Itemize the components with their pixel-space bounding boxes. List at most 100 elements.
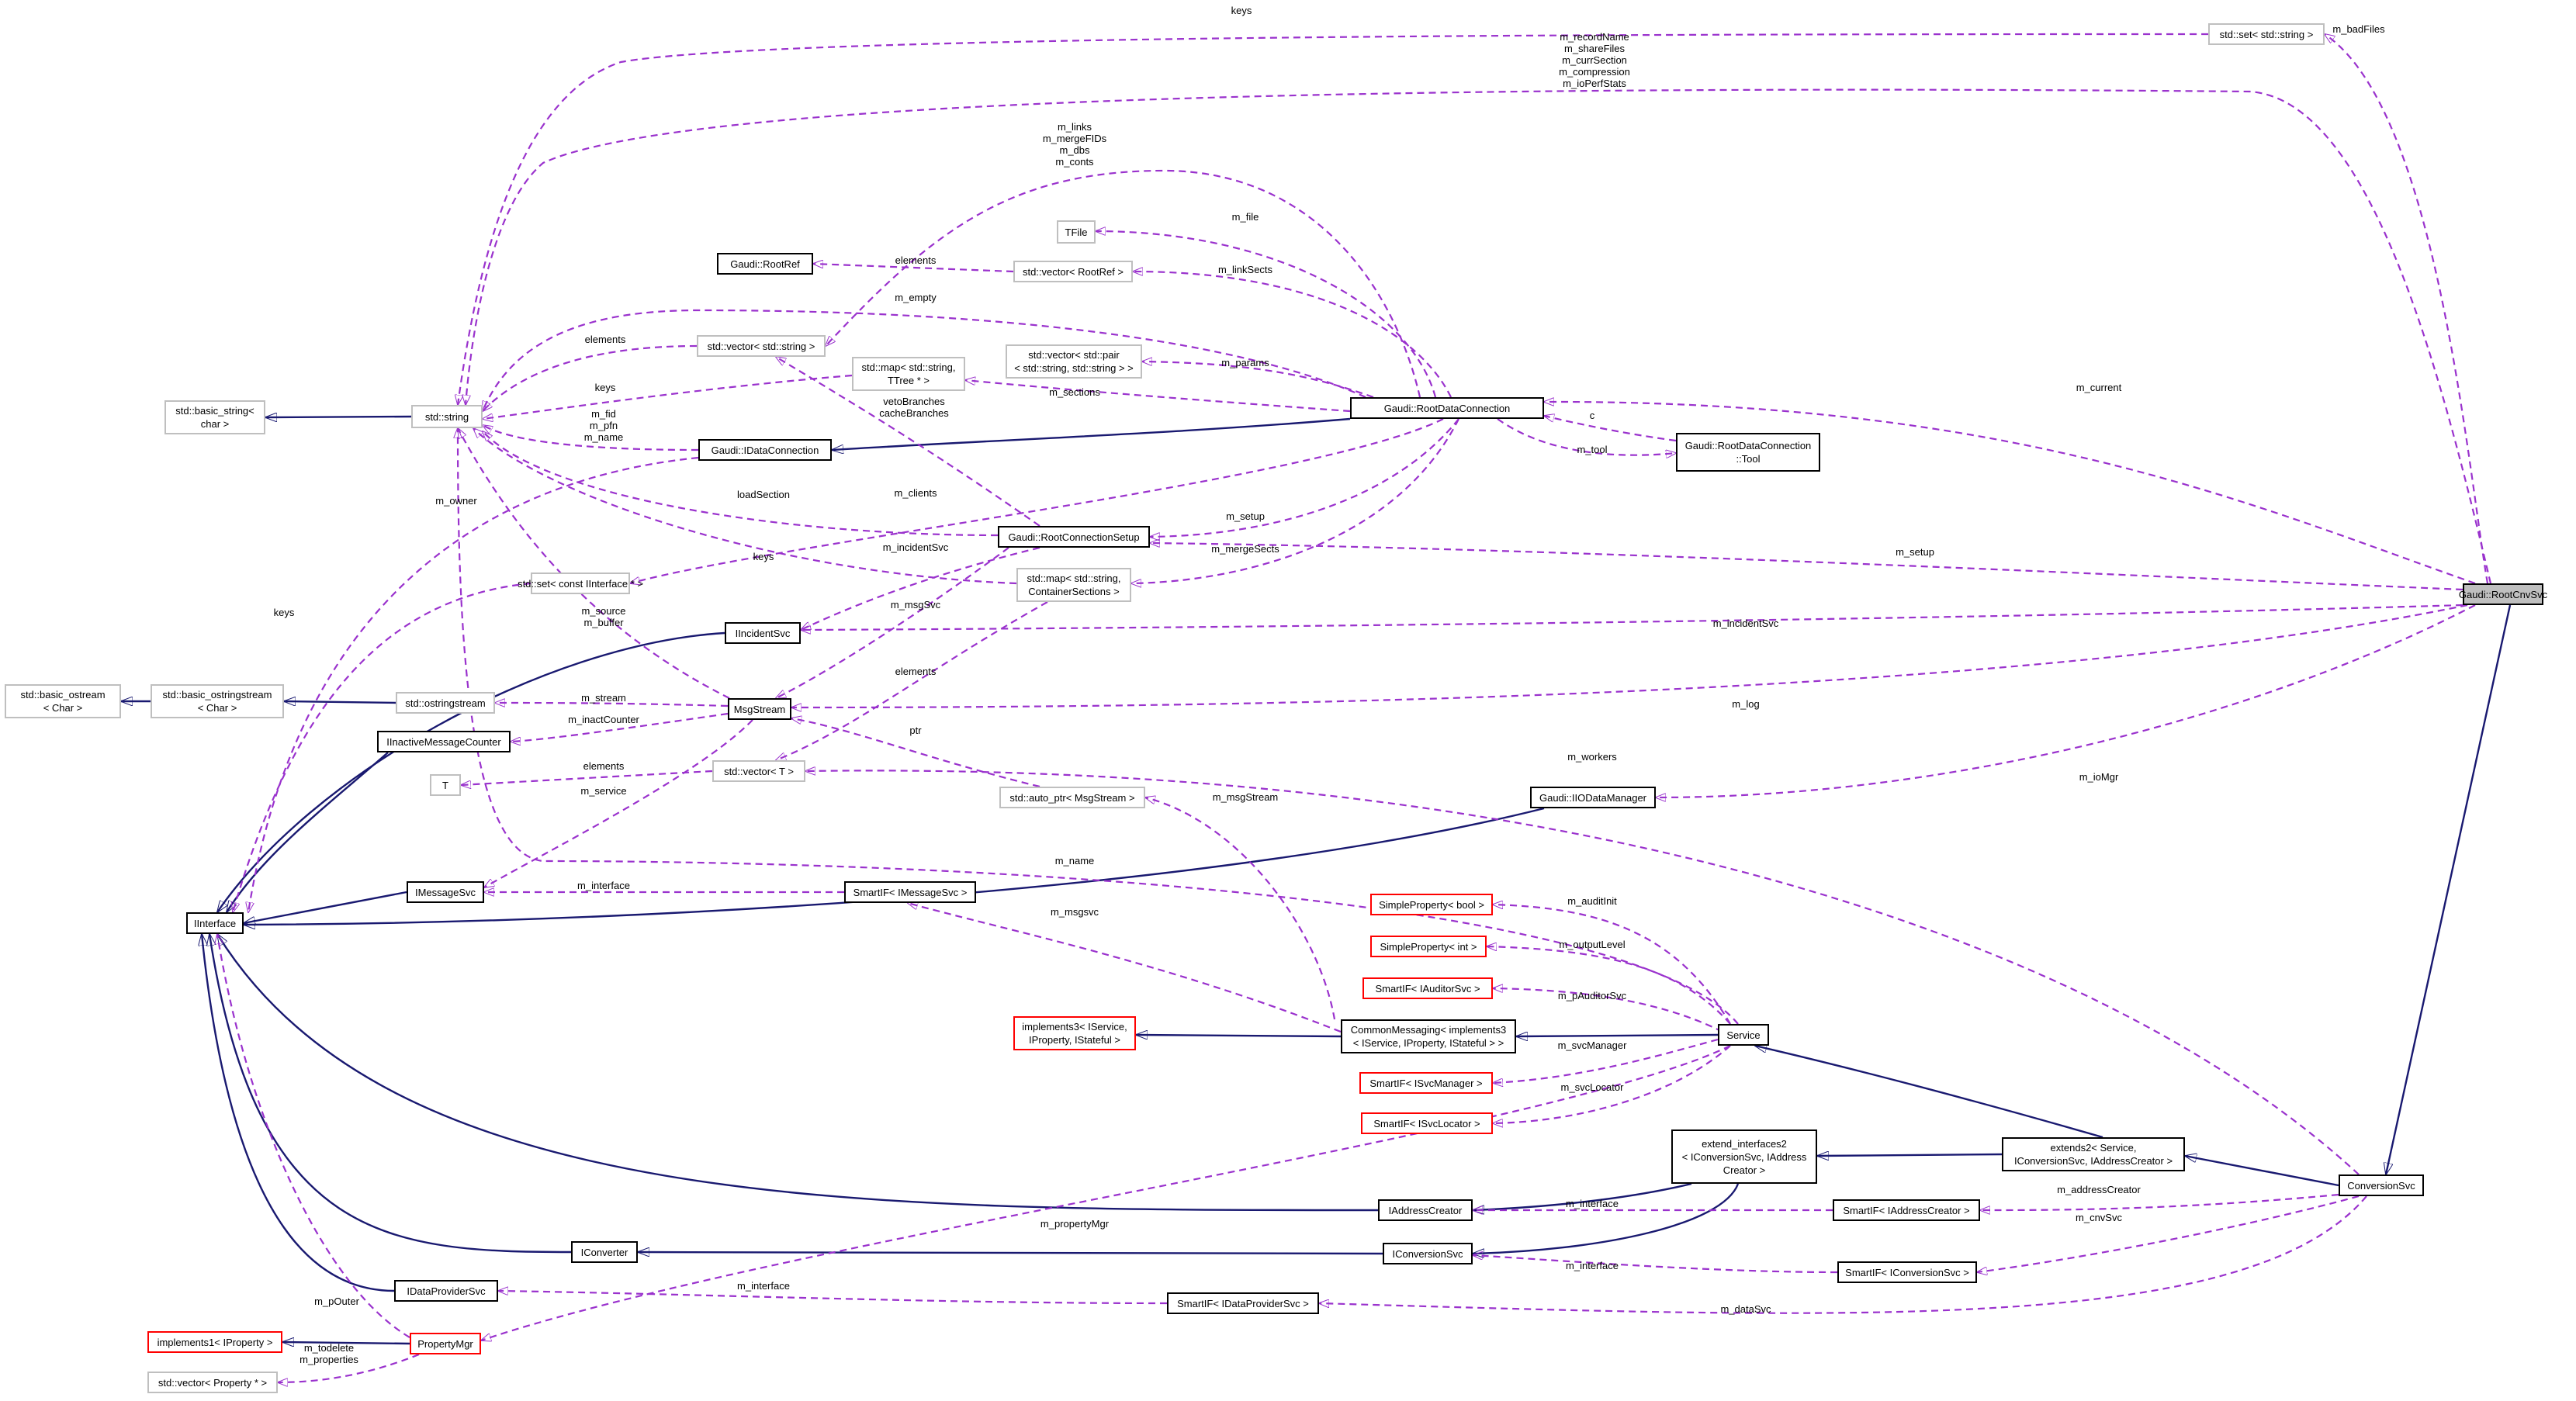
node-map-ttree[interactable]: std::map< std::string, TTree * > <box>852 357 965 391</box>
edge-iiodatamanager-iinterface <box>244 807 1545 925</box>
edge-extendinterfaces-iaddresscreator <box>1473 1182 1692 1210</box>
edge-label-m-iomgr: m_ioMgr <box>2079 771 2119 783</box>
edge-propertymgr-implements1 <box>282 1342 410 1344</box>
node-iaddress-creator[interactable]: IAddressCreator <box>1378 1199 1473 1221</box>
edge-m-setup-outer <box>1150 543 2463 591</box>
node-service[interactable]: Service <box>1718 1024 1769 1046</box>
edge-label-elements-container: elements <box>895 666 937 677</box>
node-simple-property-int[interactable]: SimpleProperty< int > <box>1370 936 1487 957</box>
node-extends2[interactable]: extends2< Service, IConversionSvc, IAddr… <box>2002 1137 2185 1171</box>
node-set-iinterface[interactable]: std::set< const IInterface * > <box>518 573 643 594</box>
edge-m-todelete-group <box>278 1353 420 1382</box>
edge-m-source-group <box>458 428 730 699</box>
edge-elements-container <box>776 601 1048 762</box>
node-implements1[interactable]: implements1< IProperty > <box>147 1331 282 1353</box>
node-msg-stream[interactable]: MsgStream <box>728 698 791 720</box>
edge-m-datasvc <box>1319 1195 2367 1314</box>
edge-conversionsvc-to-rootcnvsvc <box>2386 604 2512 1174</box>
node-smartif-iauditor-svc[interactable]: SmartIF< IAuditorSvc > <box>1362 977 1493 999</box>
edge-m-fid-group <box>483 425 699 451</box>
node-ostringstream[interactable]: std::ostringstream <box>396 692 495 714</box>
node-basic-ostream[interactable]: std::basic_ostream < Char > <box>5 684 121 718</box>
node-iinterface[interactable]: IInterface <box>186 912 244 934</box>
node-smartif-idata-provider-svc[interactable]: SmartIF< IDataProviderSvc > <box>1167 1292 1319 1314</box>
node-root-cnv-svc[interactable]: Gaudi::RootCnvSvc <box>2459 583 2547 605</box>
node-idata-connection[interactable]: Gaudi::IDataConnection <box>698 439 832 461</box>
node-vector-string[interactable]: std::vector< std::string > <box>697 335 826 357</box>
edge-label-keys-container: keys <box>753 551 774 562</box>
node-common-messaging[interactable]: CommonMessaging< implements3 < IService,… <box>1341 1019 1516 1053</box>
node-root-connection-setup[interactable]: Gaudi::RootConnectionSetup <box>998 526 1150 548</box>
edge-m-sections <box>965 380 1351 413</box>
node-iincident-svc[interactable]: IIncidentSvc <box>725 622 801 644</box>
edge-label-m-service: m_service <box>580 785 626 797</box>
node-basic-ostringstream[interactable]: std::basic_ostringstream < Char > <box>151 684 284 718</box>
edge-m-propertymgr <box>481 1045 1731 1340</box>
node-conversion-svc[interactable]: ConversionSvc <box>2339 1174 2424 1196</box>
node-vector-rootref[interactable]: std::vector< RootRef > <box>1013 261 1133 282</box>
node-vector-property[interactable]: std::vector< Property * > <box>147 1372 278 1393</box>
edge-label-ptr: ptr <box>909 725 922 736</box>
edge-m-inactcounter <box>511 712 729 742</box>
node-tfile[interactable]: TFile <box>1057 220 1096 244</box>
edge-elements-t <box>461 770 713 785</box>
edge-label-m-propertymgr: m_propertyMgr <box>1040 1218 1110 1230</box>
edge-m-pauditorsvc <box>1493 988 1723 1033</box>
node-smartif-iconversion-svc[interactable]: SmartIF< IConversionSvc > <box>1837 1261 1977 1283</box>
node-iconversion-svc[interactable]: IConversionSvc <box>1383 1243 1473 1264</box>
edge-keys-top <box>458 33 2209 405</box>
edge-m-recordname-group <box>466 88 2492 584</box>
node-root-data-connection-tool[interactable]: Gaudi::RootDataConnection ::Tool <box>1676 433 1820 472</box>
node-std-string[interactable]: std::string <box>411 405 483 428</box>
edge-m-auditinit <box>1493 905 1731 1025</box>
node-vector-pair[interactable]: std::vector< std::pair < std::string, st… <box>1006 344 1142 379</box>
edge-label-m-workers: m_workers <box>1567 751 1617 763</box>
edge-m-setup-inner <box>1150 418 1459 537</box>
node-iio-data-manager[interactable]: Gaudi::IIODataManager <box>1530 787 1656 808</box>
edge-extends2-service <box>1755 1046 2103 1139</box>
node-t[interactable]: T <box>430 774 461 796</box>
node-smartif-iaddress-creator[interactable]: SmartIF< IAddressCreator > <box>1833 1199 1980 1221</box>
edge-keys-ttree <box>483 374 853 419</box>
edge-m-iomgr <box>1656 604 2476 797</box>
node-iconverter[interactable]: IConverter <box>571 1241 638 1263</box>
node-map-container[interactable]: std::map< std::string, ContainerSections… <box>1016 568 1131 602</box>
node-simple-property-bool[interactable]: SimpleProperty< bool > <box>1370 894 1493 915</box>
edge-keys-left <box>233 582 531 912</box>
edge-label-c-label: c <box>1590 410 1595 421</box>
node-set-string[interactable]: std::set< std::string > <box>2208 23 2325 45</box>
edge-label-m-file: m_file <box>1232 211 1259 223</box>
edge-label-m-auditinit: m_auditInit <box>1567 895 1617 907</box>
node-implements3[interactable]: implements3< IService, IProperty, IState… <box>1013 1016 1136 1050</box>
node-property-mgr[interactable]: PropertyMgr <box>410 1333 481 1354</box>
node-smartif-isvc-locator[interactable]: SmartIF< ISvcLocator > <box>1361 1112 1493 1134</box>
node-smartif-imessage-svc[interactable]: SmartIF< IMessageSvc > <box>844 881 976 903</box>
edge-label-elements-string: elements <box>585 334 626 345</box>
edge-m-msgsvc-lower <box>908 903 1342 1033</box>
node-root-ref[interactable]: Gaudi::RootRef <box>717 253 813 275</box>
node-iinactive-message-counter[interactable]: IInactiveMessageCounter <box>377 731 511 752</box>
node-auto-ptr[interactable]: std::auto_ptr< MsgStream > <box>999 787 1145 808</box>
edge-iconverter-iinterface <box>209 934 572 1254</box>
node-extend-interfaces2[interactable]: extend_interfaces2 < IConversionSvc, IAd… <box>1671 1129 1817 1184</box>
edge-iaddresscreator-iinterface <box>217 934 1379 1212</box>
edge-keys-container <box>473 428 1017 585</box>
edge-label-m-log: m_log <box>1732 698 1759 710</box>
node-root-data-connection[interactable]: Gaudi::RootDataConnection <box>1350 397 1544 419</box>
node-idata-provider-svc[interactable]: IDataProviderSvc <box>394 1280 498 1302</box>
node-basic-string[interactable]: std::basic_string< char > <box>164 400 265 434</box>
edge-m-interface-conv <box>1473 1255 1838 1274</box>
node-imessage-svc[interactable]: IMessageSvc <box>407 881 484 903</box>
node-smartif-isvc-manager[interactable]: SmartIF< ISvcManager > <box>1359 1072 1493 1094</box>
edge-m-incidentsvc-outer <box>801 604 2463 630</box>
edge-label-m-svclocator: m_svcLocator <box>1561 1081 1625 1093</box>
edge-m-empty <box>481 309 1366 411</box>
edge-label-keys-top: keys <box>1231 5 1252 16</box>
edge-label-m-empty: m_empty <box>895 292 937 303</box>
node-vector-t[interactable]: std::vector< T > <box>712 760 805 782</box>
edge-label-elements-t: elements <box>583 760 625 772</box>
